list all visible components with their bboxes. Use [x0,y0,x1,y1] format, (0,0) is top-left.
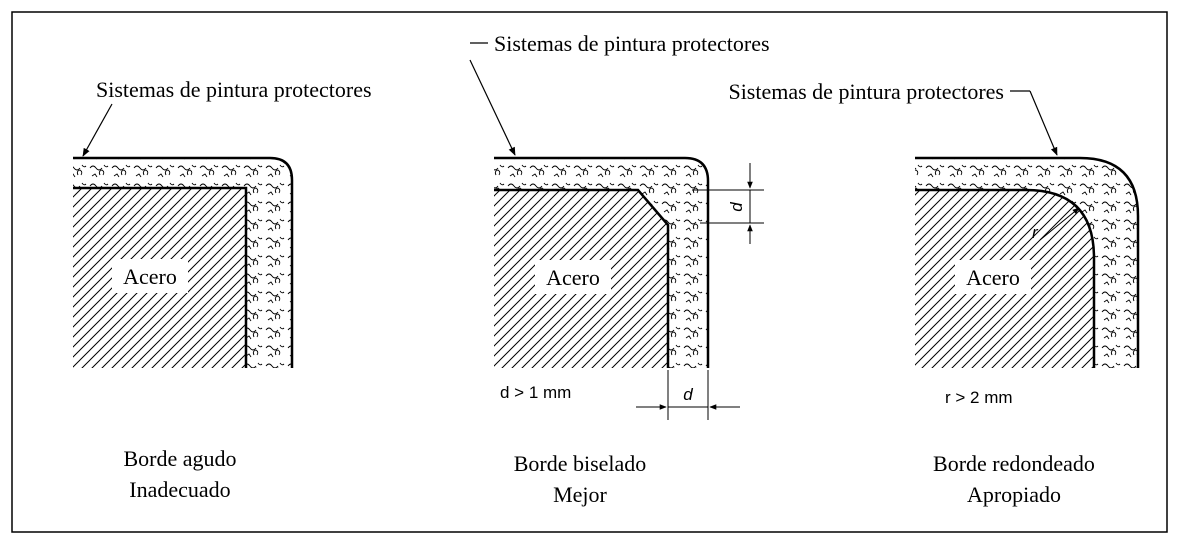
radius-symbol: r [1032,223,1039,242]
panel-sharp-edge: Acero Sistemas de pintura protectores Bo… [73,77,372,502]
steel-outline-chamfer [494,188,670,368]
steel-outline-rounded [915,188,1096,368]
coating-outline-rounded [915,156,1140,368]
coating-layer-sharp [73,158,292,368]
caption-line-2: Mejor [553,482,607,507]
caption-line-1: Borde agudo [123,446,236,471]
steel-outline-sharp [73,186,248,368]
dimension-note: r > 2 mm [945,388,1013,407]
coating-label-middle: Sistemas de pintura protectores [494,31,770,56]
material-label: Acero [123,264,177,289]
caption-line-1: Borde biselado [514,451,647,476]
caption-line-2: Apropiado [967,482,1061,507]
panel-rounded-edge: Acero r r > 2 mm Sistemas de pintura pro… [728,79,1140,507]
material-label: Acero [546,265,600,290]
coating-layer-chamfer [494,158,708,368]
coating-outline-chamfer [494,156,710,368]
dimension-symbol-horizontal: d [683,385,693,404]
figure-frame [11,11,1168,533]
radius-line [1039,207,1080,241]
coating-outline-sharp [73,156,294,368]
material-label: Acero [966,265,1020,290]
coating-label-left: Sistemas de pintura protectores [96,77,372,102]
leader-line-middle [469,59,516,156]
dimension-note: d > 1 mm [500,383,571,402]
leader-line-right [1029,90,1058,156]
caption-line-2: Inadecuado [129,477,230,502]
dimension-symbol-vertical: d [727,202,746,212]
coating-layer-rounded [915,158,1138,368]
leader-line-left [82,103,113,157]
caption-line-1: Borde redondeado [933,451,1095,476]
coating-label-right: Sistemas de pintura protectores [728,79,1004,104]
panel-chamfered-edge: Acero d d d > 1 mm Sistemas de pintura p… [469,31,770,507]
